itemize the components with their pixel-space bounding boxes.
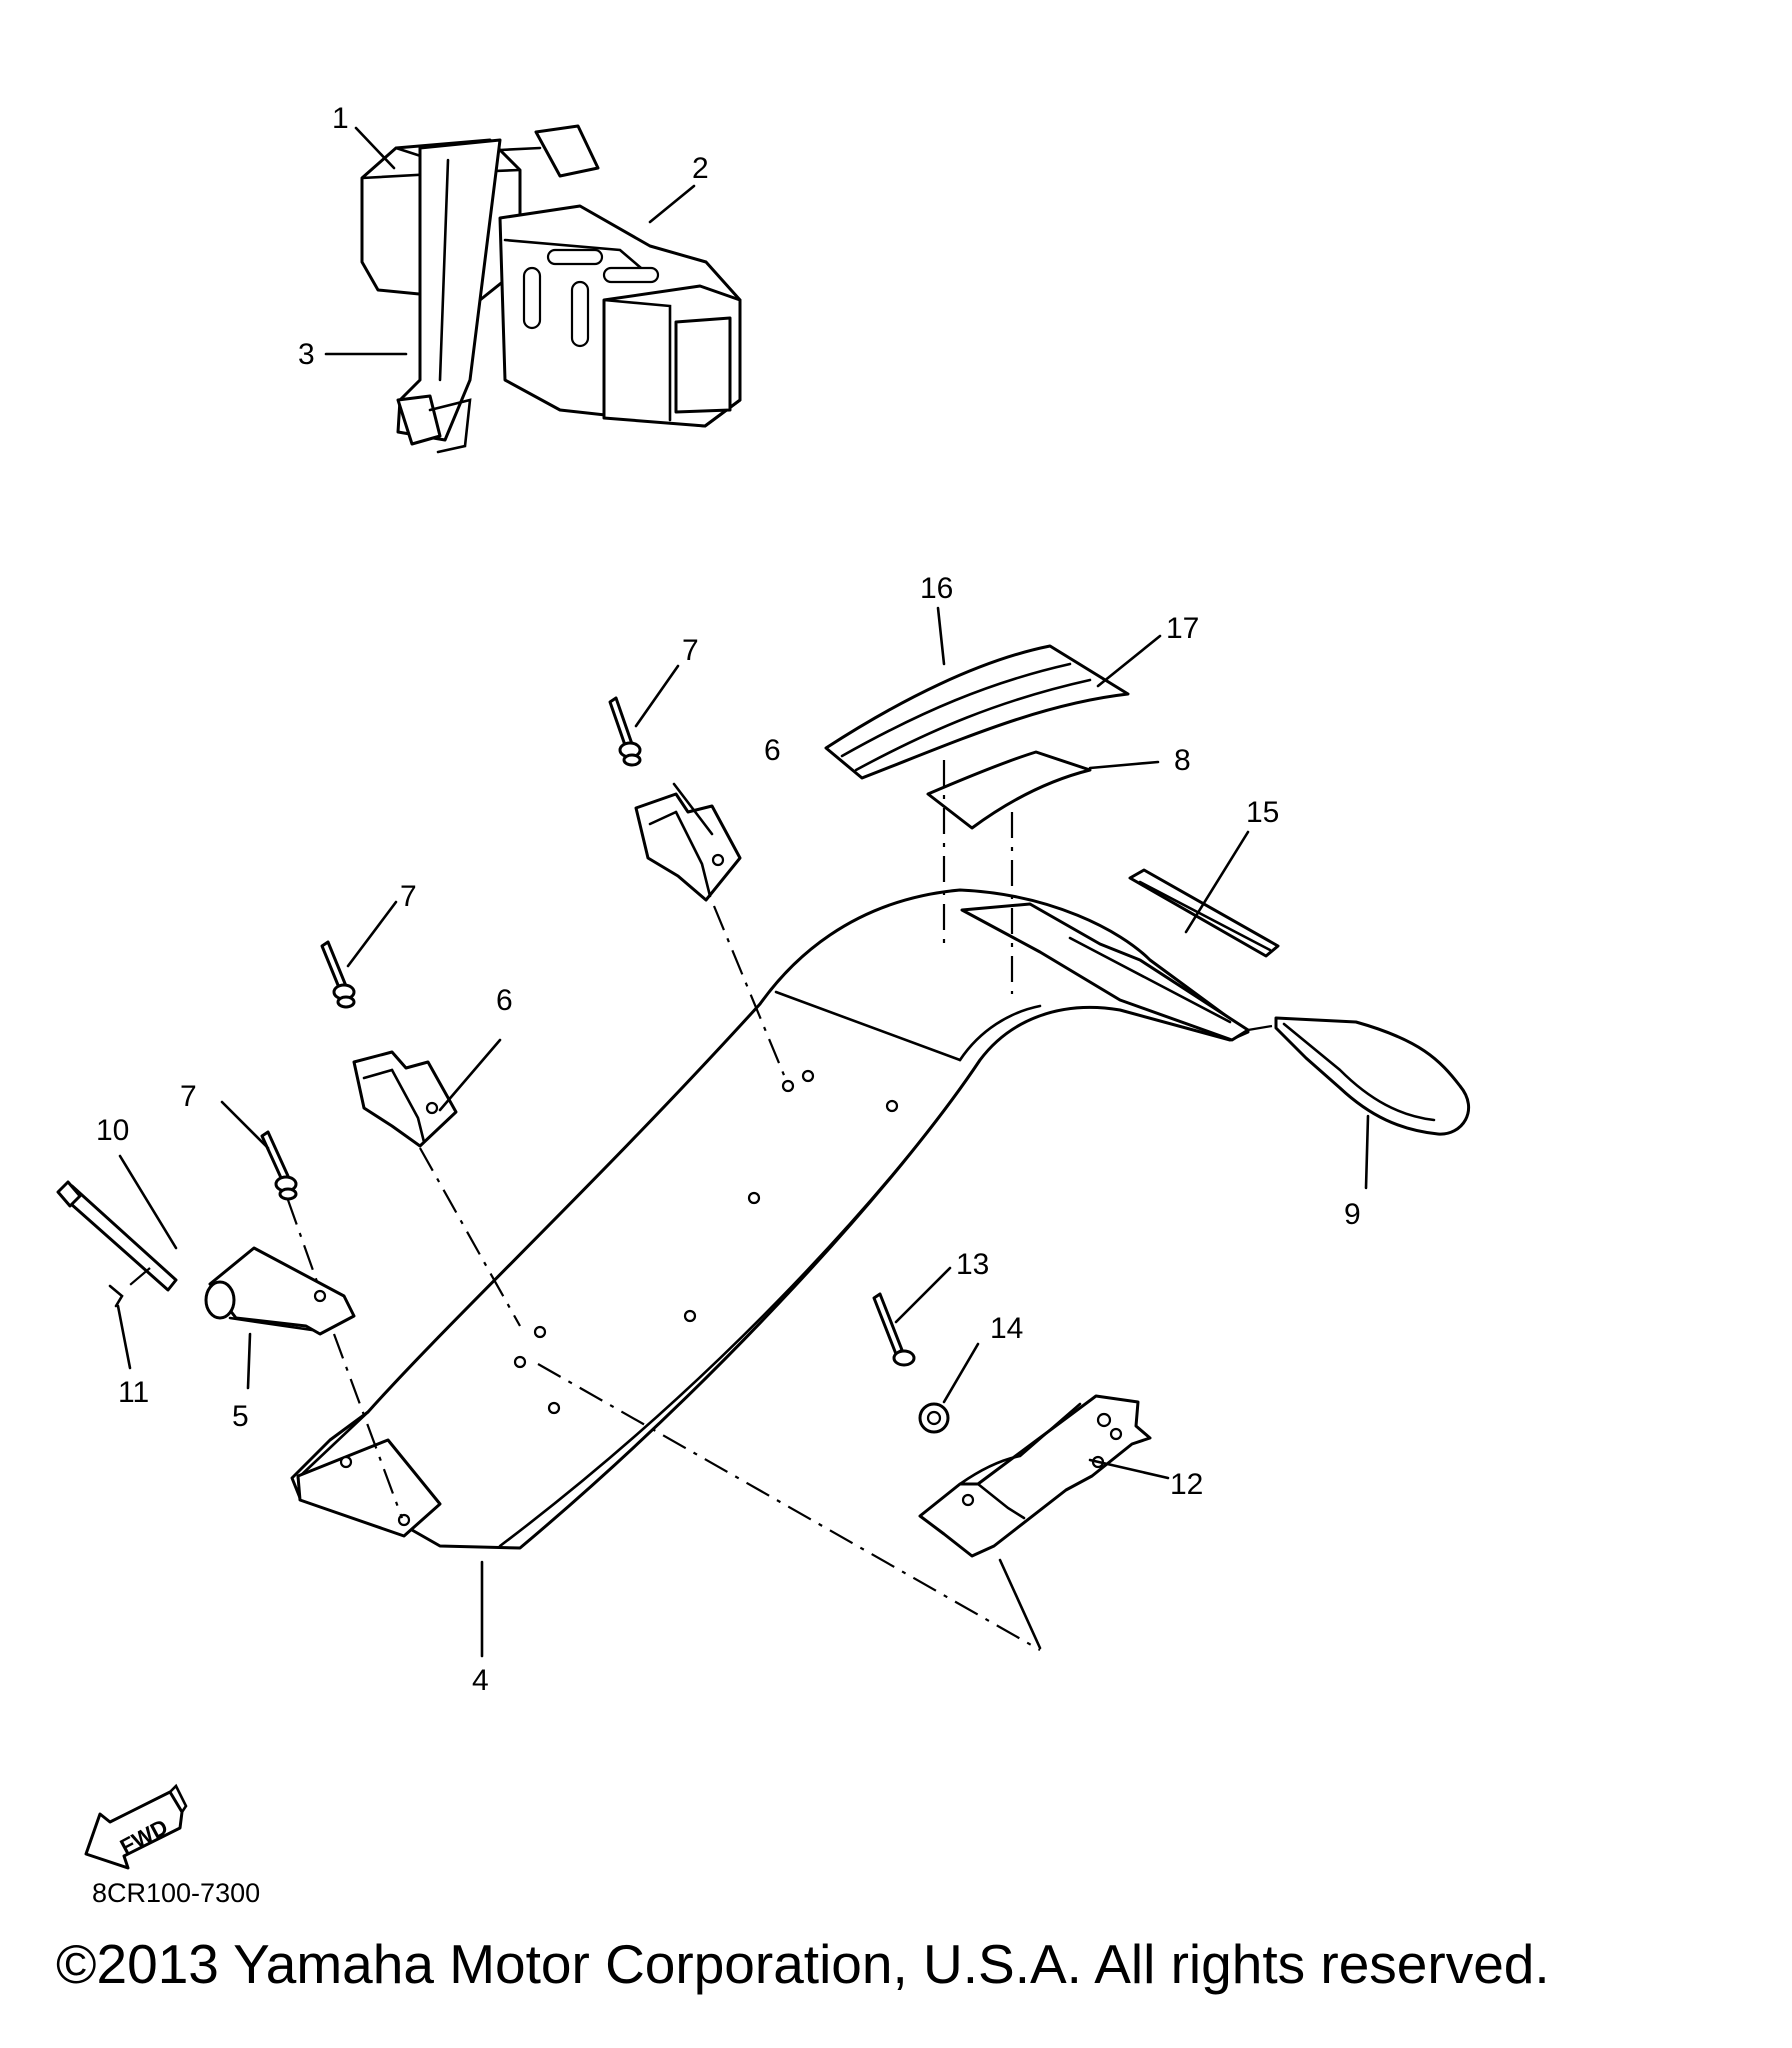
callout-8: 8 <box>1174 744 1191 777</box>
callout-6b: 6 <box>496 984 513 1017</box>
callout-11: 11 <box>118 1376 149 1409</box>
callout-1: 1 <box>332 102 349 135</box>
screw-c <box>260 1130 298 1201</box>
callout-4: 4 <box>472 1664 489 1697</box>
copyright-notice: ©2013 Yamaha Motor Corporation, U.S.A. A… <box>56 1933 1550 1995</box>
fwd-arrow-icon: FWD <box>84 1783 188 1870</box>
bracket-lower <box>352 1050 458 1148</box>
callout-12: 12 <box>1170 1468 1203 1501</box>
callout-2: 2 <box>692 152 709 185</box>
callout-3: 3 <box>298 338 315 371</box>
callout-13: 13 <box>956 1248 989 1281</box>
callout-16: 16 <box>920 572 953 605</box>
callout-9: 9 <box>1344 1198 1361 1231</box>
callout-17: 17 <box>1166 612 1199 645</box>
screw-b <box>320 940 356 1009</box>
callout-6a: 6 <box>764 734 781 767</box>
fender-tray <box>290 888 1250 1550</box>
assembly-lines <box>123 760 1273 1651</box>
battery-assembly <box>360 124 742 454</box>
diagram-code: 8CR100-7300 <box>92 1878 261 1908</box>
callout-7a: 7 <box>682 634 699 667</box>
callout-5: 5 <box>232 1400 249 1433</box>
decal-group <box>824 644 1130 830</box>
rail <box>1128 868 1280 958</box>
grab-bar <box>1274 1016 1471 1136</box>
callout-labels: 1 2 3 4 5 6 6 7 7 7 8 9 10 11 12 13 14 1… <box>96 102 1361 1697</box>
callout-15: 15 <box>1246 796 1279 829</box>
screw-a <box>608 696 642 767</box>
bracket-upper <box>634 792 742 902</box>
leader-lines <box>116 126 1370 1658</box>
callout-7b: 7 <box>400 880 417 913</box>
callout-10: 10 <box>96 1114 129 1147</box>
hinge-assembly <box>56 1180 356 1336</box>
callout-14: 14 <box>990 1312 1023 1345</box>
callout-7c: 7 <box>180 1080 197 1113</box>
